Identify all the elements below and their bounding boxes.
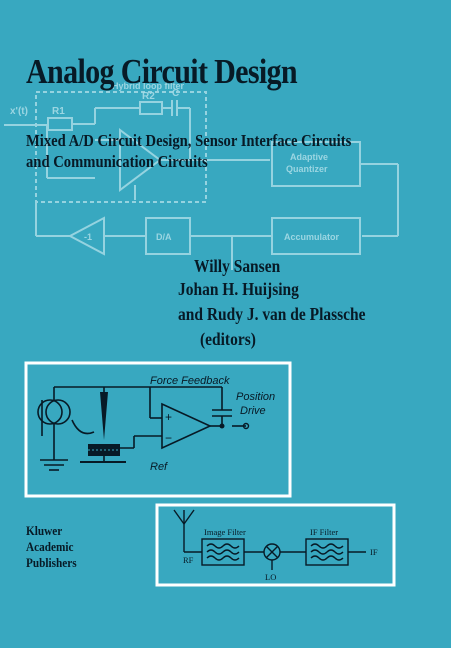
amp-label: -1 [84, 232, 92, 242]
publisher-line-1: Kluwer [26, 524, 63, 538]
integrator-opamp [119, 128, 162, 192]
r1-label: R1 [52, 106, 65, 117]
image-filter-label: Image Filter [204, 527, 246, 537]
loop-filter-label: Hybrid loop filter [112, 81, 184, 91]
plus-label: + [165, 410, 172, 424]
force-feedback-label: Force Feedback [150, 375, 230, 387]
editor-2: Johan H. Huijsing [178, 279, 299, 299]
da-label: D/A [156, 232, 172, 242]
drive-label: Drive [240, 405, 266, 417]
book-title: Analog Circuit Design [26, 52, 298, 91]
input-label: x'(t) [10, 106, 28, 117]
receiver-diagram: Image Filter IF Filter RF LO IF [155, 503, 396, 587]
minus-label: − [165, 431, 172, 445]
editor-1: Willy Sansen [194, 256, 281, 276]
publisher-line-3: Publishers [26, 556, 77, 570]
if-label: IF [370, 547, 378, 557]
subtitle-line-2: and Communication Circuits [26, 152, 208, 171]
r2-label: R2 [142, 91, 155, 102]
position-label: Position [236, 391, 275, 403]
loop-filter-box [35, 91, 207, 203]
c-label: C [172, 88, 179, 99]
ref-label: Ref [150, 461, 168, 473]
editor-3: and Rudy J. van de Plassche [178, 304, 366, 324]
sensor-diagram: Force Feedback Position Drive Ref + − [24, 361, 292, 498]
quantizer-label-1: Adaptive [290, 152, 328, 162]
accumulator-label: Accumulator [284, 232, 340, 242]
rf-label: RF [183, 555, 194, 565]
quantizer-label-2: Quantizer [286, 164, 328, 174]
subtitle-line-1: Mixed A/D Circuit Design, Sensor Interfa… [26, 131, 352, 150]
inverter-amp [67, 216, 105, 256]
if-filter-label: IF Filter [310, 527, 338, 537]
r1-resistor [47, 117, 73, 131]
editors-note: (editors) [200, 329, 256, 349]
lo-label: LO [265, 572, 276, 582]
r2-resistor [139, 101, 163, 115]
publisher-line-2: Academic [26, 540, 74, 554]
